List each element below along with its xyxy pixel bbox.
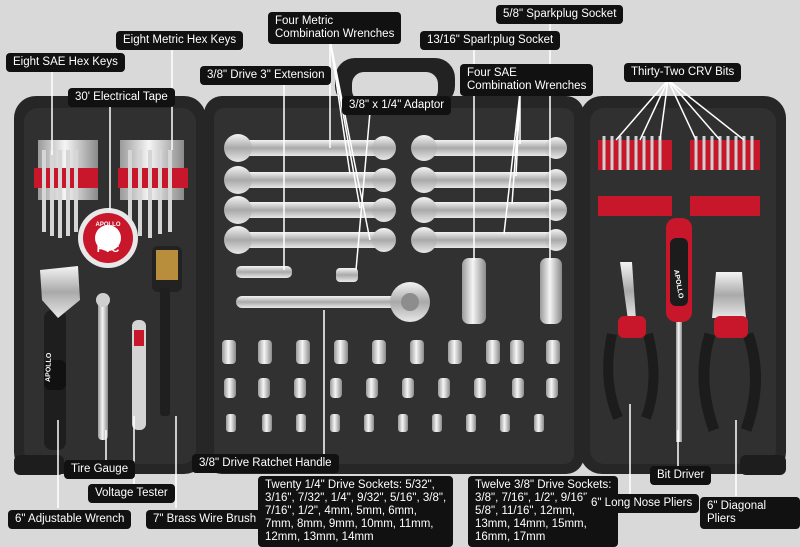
label-bit-driver: Bit Driver: [650, 466, 712, 485]
brand-text-wrench: APOLLO: [45, 352, 53, 382]
label-sparkplug-5-8: 5/8" Sparkplug Socket: [496, 5, 624, 24]
metric-combination-wrenches: [224, 134, 396, 254]
diagonal-pliers: [698, 272, 761, 432]
label-ratchet-handle: 3/8" Drive Ratchet Handle: [192, 454, 339, 473]
metric-hex-keys: [118, 140, 188, 238]
label-wire-brush: 7" Brass Wire Brush: [146, 510, 264, 529]
sae-combination-wrenches: [411, 135, 567, 253]
label-adaptor: 3/8" x 1/4" Adaptor: [342, 96, 452, 115]
adjustable-wrench: [40, 266, 80, 450]
bit-driver: [666, 218, 692, 442]
ratchet-handle: [236, 282, 430, 322]
label-quarter-drive-sockets: Twenty 1/4" Drive Sockets: 5/32", 3/16",…: [258, 476, 454, 547]
label-diagonal-pliers: 6" Diagonal Pliers: [700, 497, 800, 529]
label-sparkplug-13-16: 13/16" Sparl:plug Socket: [420, 31, 561, 50]
long-nose-pliers: [603, 262, 659, 420]
tape-brand-text: APOLLO: [96, 222, 121, 228]
adaptor: [336, 268, 358, 282]
voltage-tester: [132, 320, 146, 430]
label-metric-hex-keys: Eight Metric Hex Keys: [116, 31, 244, 50]
label-tire-gauge: Tire Gauge: [64, 460, 136, 479]
label-voltage-tester: Voltage Tester: [88, 484, 175, 503]
tape-text: PVC: [97, 243, 120, 255]
label-crv-bits: Thirty-Two CRV Bits: [624, 63, 742, 82]
label-drive-extension: 3/8" Drive 3" Extension: [200, 66, 332, 85]
sparkplug-sockets: [462, 258, 562, 324]
tire-gauge: [96, 293, 110, 440]
label-sae-wrenches: Four SAE Combination Wrenches: [460, 64, 594, 96]
case-handle: [335, 58, 455, 106]
drive-extension: [236, 266, 292, 278]
callout-lines: [51, 22, 745, 508]
label-long-nose-pliers: 6" Long Nose Pliers: [584, 494, 700, 513]
sae-hex-keys: [34, 140, 98, 238]
label-adjustable-wrench: 6" Adjustable Wrench: [8, 510, 132, 529]
crv-bits: [598, 136, 760, 216]
label-sae-hex-keys: Eight SAE Hex Keys: [6, 53, 125, 72]
label-metric-wrenches: Four Metric Combination Wrenches: [268, 12, 402, 44]
electrical-tape: PVC APOLLO: [78, 208, 138, 268]
wire-brush: [152, 246, 182, 416]
label-electrical-tape: 30' Electrical Tape: [68, 88, 175, 107]
quarter-drive-sockets: [222, 340, 560, 432]
